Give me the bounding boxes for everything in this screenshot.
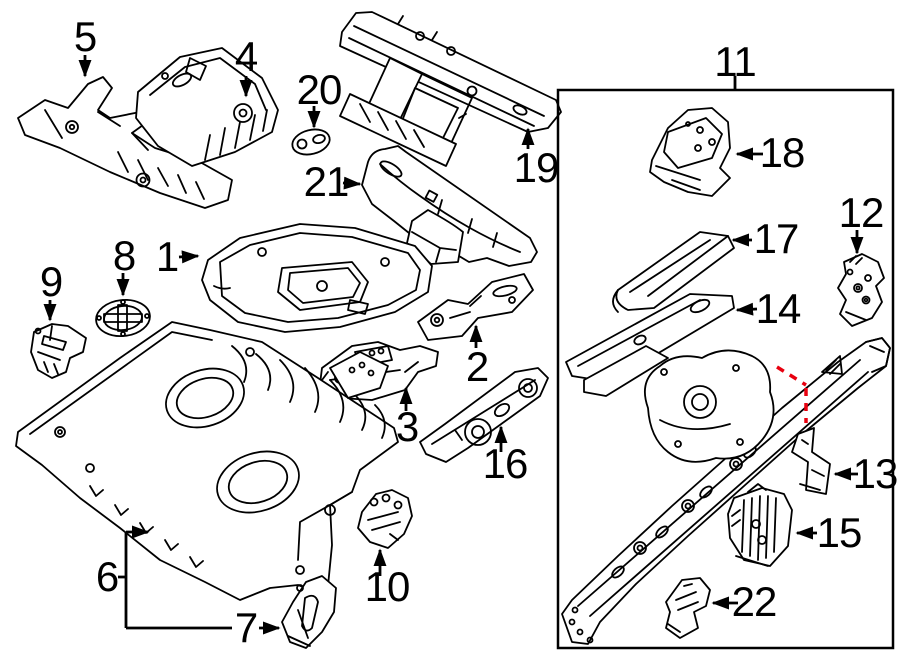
part-15-drawing[interactable] [727, 483, 793, 567]
part-17-drawing[interactable] [612, 231, 735, 313]
leader-6-bracket [118, 532, 232, 630]
part-6-drawing[interactable] [15, 321, 399, 601]
callout-11[interactable]: 11 [714, 38, 757, 85]
part-20-drawing[interactable] [290, 126, 333, 158]
leader-21 [342, 176, 362, 190]
callout-20[interactable]: 20 [296, 66, 343, 113]
callout-7[interactable]: 7 [234, 604, 258, 651]
callout-18[interactable]: 18 [759, 129, 806, 176]
part-16-drawing[interactable] [419, 367, 549, 463]
callout-15[interactable]: 15 [816, 509, 863, 556]
part-22-drawing[interactable] [665, 577, 711, 639]
part-18-drawing[interactable] [649, 107, 731, 197]
callout-17[interactable]: 17 [753, 215, 800, 262]
callout-8[interactable]: 8 [112, 232, 136, 279]
leader-14 [735, 302, 758, 316]
callout-16[interactable]: 16 [482, 440, 529, 487]
section-highlight-marker [776, 365, 808, 423]
callout-4[interactable]: 4 [234, 33, 258, 80]
callout-21[interactable]: 21 [303, 158, 350, 205]
callout-22[interactable]: 22 [731, 578, 778, 625]
callout-13[interactable]: 13 [852, 450, 899, 497]
leader-1 [178, 250, 200, 264]
part-19-drawing[interactable] [339, 11, 562, 167]
callout-19[interactable]: 19 [513, 144, 560, 191]
part-14-drawing[interactable] [565, 293, 735, 397]
part-10-drawing[interactable] [357, 489, 413, 549]
part-11-rail-drawing[interactable] [561, 337, 891, 645]
part-12-drawing[interactable] [837, 253, 885, 327]
part-5-drawing[interactable] [17, 76, 233, 209]
callout-14[interactable]: 14 [755, 285, 802, 332]
callout-6[interactable]: 6 [95, 553, 119, 600]
part-13-drawing[interactable] [791, 427, 831, 495]
callout-10[interactable]: 10 [364, 563, 411, 610]
part-1-drawing[interactable] [201, 223, 433, 333]
callout-12[interactable]: 12 [838, 189, 885, 236]
callout-1[interactable]: 1 [155, 233, 179, 280]
part-7-drawing[interactable] [281, 575, 337, 649]
part-8-drawing[interactable] [94, 297, 151, 338]
part-4-drawing[interactable] [135, 47, 279, 167]
inset-box [556, 88, 895, 650]
part-2-drawing[interactable] [417, 273, 534, 341]
part-21-drawing[interactable] [361, 145, 538, 267]
callout-3[interactable]: 3 [395, 403, 419, 450]
part-9-drawing[interactable] [30, 323, 87, 379]
callout-9[interactable]: 9 [39, 258, 63, 305]
callout-2[interactable]: 2 [465, 343, 489, 390]
callout-5[interactable]: 5 [73, 13, 97, 60]
